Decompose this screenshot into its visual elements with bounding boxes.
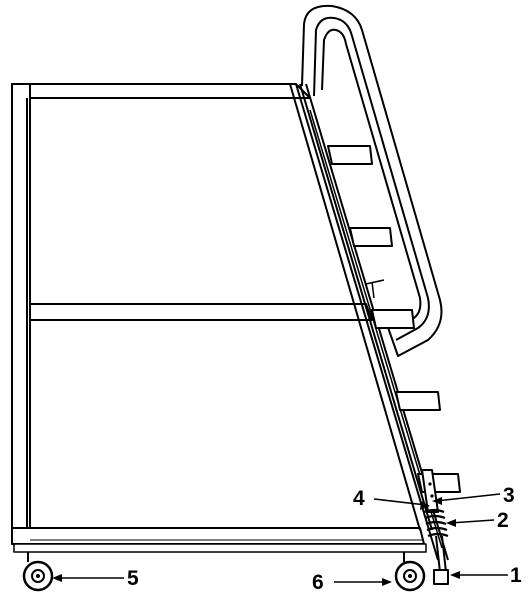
step-2	[349, 227, 393, 247]
callout-3: 3	[503, 484, 515, 507]
rubber-foot	[433, 569, 449, 585]
cart-frame	[11, 83, 427, 553]
handrail	[301, 4, 443, 357]
callout-1: 1	[510, 564, 522, 587]
step-3	[371, 309, 415, 329]
caster-left	[22, 552, 54, 592]
callout-6: 6	[312, 571, 324, 594]
callout-labels: 1 2 3 4 5 6	[127, 484, 522, 594]
spring-coil	[423, 508, 449, 538]
callout-4: 4	[353, 487, 365, 510]
callout-leaders	[52, 493, 508, 586]
step-1	[327, 145, 373, 165]
callout-2: 2	[497, 509, 509, 532]
ladder-steps	[327, 145, 461, 493]
callout-5: 5	[127, 567, 139, 590]
step-4	[395, 391, 441, 411]
caster-right	[394, 552, 426, 592]
pin-hole	[428, 482, 432, 486]
